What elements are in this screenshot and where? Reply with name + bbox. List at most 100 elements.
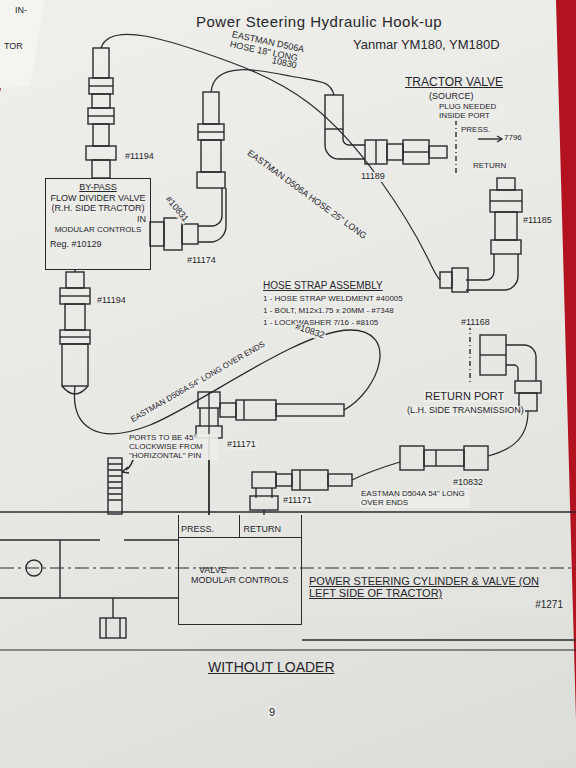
drawing-stroke (469, 325, 470, 385)
note: PLUG NEEDED INSIDE PORT (438, 103, 504, 121)
drawing-stroke (66, 272, 84, 288)
drawing-stroke (387, 144, 403, 160)
drawing-stroke (506, 345, 536, 381)
part-number: #10832 (452, 478, 484, 488)
drawing-stroke (515, 381, 541, 393)
drawing-stroke (490, 190, 522, 212)
scrap-text: IN- (14, 6, 28, 16)
part-number: #11171 (226, 440, 257, 450)
port-label: RETURN (244, 525, 300, 535)
box-label: IN (137, 215, 146, 225)
drawing-stroke (198, 188, 226, 242)
drawing-stroke (435, 450, 436, 466)
model-name: Yanmar YM180, YM180D (352, 38, 501, 52)
drawing-stroke (112, 598, 113, 618)
drawing-stroke (440, 272, 452, 288)
drawing-stroke (455, 120, 456, 175)
drawing-stroke (101, 34, 440, 280)
cylinder-box: POWER STEERING CYLINDER & VALVE (ON LEFT… (305, 573, 567, 615)
parts-list-item: 1 - BOLT, M12x1.75 x 20MM - #7348 (262, 307, 395, 316)
drawing-stroke (198, 124, 224, 140)
part-name: RETURN PORT (424, 390, 505, 402)
hoses (101, 34, 528, 480)
part-number: #11185 (522, 216, 553, 226)
part-number: #11174 (186, 256, 217, 266)
part-number: #10831 (162, 194, 190, 225)
drawing-stroke (211, 70, 334, 95)
assembly-heading: HOSE STRAP ASSEMBLY (262, 280, 384, 291)
box-label: BY-PASS (79, 183, 117, 193)
drawing-stroke (400, 446, 424, 470)
drawing-stroke (328, 474, 352, 486)
drawing-stroke (495, 212, 517, 240)
drawing-stroke (92, 94, 110, 108)
drawing-stroke (325, 129, 365, 159)
part-number: #11194 (96, 296, 127, 306)
drawing-stroke (292, 470, 328, 490)
valve-box: BY-PASSFLOW DIVIDER VALVE (R.H. SIDE TRA… (45, 178, 151, 270)
drawing-stroke (164, 218, 182, 250)
drawing-stroke (88, 108, 114, 124)
drawing-stroke (203, 92, 219, 124)
drawing-stroke (302, 639, 576, 640)
drawing-stroke (182, 224, 198, 244)
drawing-stroke (89, 85, 113, 86)
box-label: MODULAR CONTROLS (191, 576, 297, 586)
port-label: PRESS. (460, 126, 491, 135)
drawing-stroke (0, 568, 576, 569)
drawing-stroke (424, 450, 464, 466)
drawing-stroke (197, 172, 225, 188)
drawing-stroke (122, 467, 129, 473)
drawing-stroke (243, 400, 244, 420)
drawing-stroke (325, 95, 343, 129)
part-number: #11168 (460, 318, 491, 328)
drawing-stroke (60, 336, 90, 337)
drawing-stroke (105, 618, 106, 638)
drawing-stroke (250, 496, 278, 510)
drawing-stroke (93, 124, 109, 146)
drawing-stroke (62, 344, 88, 386)
note: (L.H. SIDE TRANSMISSION) (406, 406, 525, 416)
drawing-stroke (60, 288, 90, 304)
drawing-stroke (299, 470, 300, 490)
drawing-stroke (108, 464, 122, 500)
valve-text: VALVEMODULAR CONTROLS (179, 538, 301, 586)
drawing-stroke (220, 403, 236, 417)
box-label: MODULAR CONTROLS (55, 226, 142, 235)
drawing-stroke (352, 462, 400, 480)
hose-spec: EASTMAN D506A HOSE 25" LONG (244, 148, 369, 242)
valve-box: PRESS. RETURN VALVEMODULAR CONTROLS (178, 515, 302, 625)
drawing-stroke (365, 140, 387, 164)
drawing-stroke (88, 115, 114, 116)
drawing-stroke (65, 304, 85, 330)
drawing-stroke (108, 458, 122, 514)
drawing-stroke (497, 178, 515, 190)
drawing-stroke (201, 140, 221, 172)
port-cell: RETURN (240, 515, 302, 537)
drawing-stroke (0, 650, 576, 651)
drawing-stroke (491, 240, 521, 254)
page-title: Power Steering Hydraulic Hook-up (196, 14, 442, 31)
drawing-stroke (478, 138, 501, 139)
port-row: PRESS. RETURN (179, 515, 301, 538)
page-number: 9 (268, 706, 276, 718)
box-label: POWER STEERING CYLINDER & VALVE (ON LEFT… (309, 575, 563, 599)
parts-list-item: 1 - LOCKWASHER 7/16 - #8105 (262, 319, 379, 328)
drawing-stroke (59, 540, 60, 598)
port-label: RETURN (472, 162, 507, 171)
fittings (60, 48, 541, 515)
drawing-stroke (60, 295, 90, 296)
part-number: #11171 (282, 496, 313, 506)
cylinder-outline (0, 512, 576, 650)
part-number: 11189 (360, 172, 386, 182)
drawing-stroke (150, 222, 164, 246)
drawing-stroke (464, 446, 488, 470)
drawing-stroke (452, 268, 468, 292)
drawing-stroke (198, 131, 224, 132)
drawing-stroke (276, 474, 292, 486)
hose-spec: EASTMAN D504A 54" LONG OVER ENDS (360, 490, 470, 508)
port-label: PRESS. (181, 525, 237, 535)
drawing-stroke (119, 618, 120, 638)
caption: WITHOUT LOADER (208, 660, 335, 675)
drawing-stroke (403, 151, 429, 152)
